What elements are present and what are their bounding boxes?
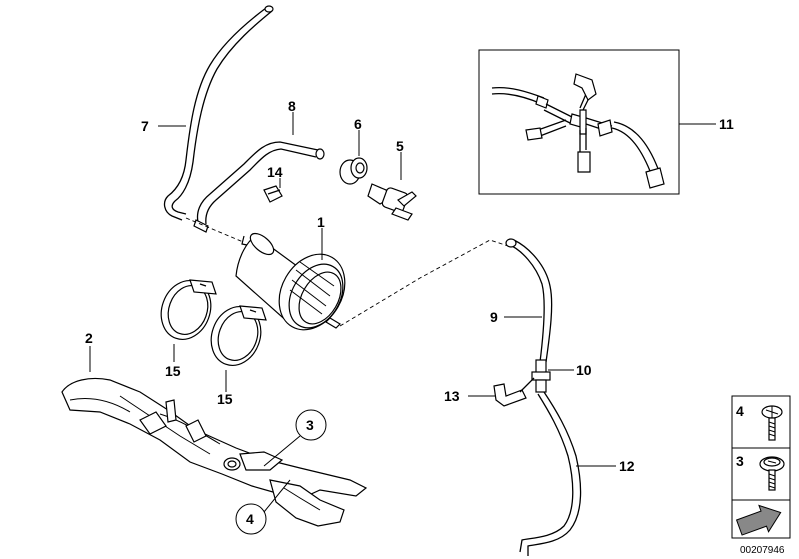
- t-connector-10[interactable]: [531, 359, 551, 393]
- callout-15-lower[interactable]: 15: [217, 391, 233, 407]
- callout-11[interactable]: 11: [719, 116, 734, 132]
- callout-8[interactable]: 8: [288, 98, 296, 114]
- callout-14[interactable]: 14: [267, 164, 283, 180]
- callout-12[interactable]: 12: [619, 458, 635, 474]
- hose-12[interactable]: [519, 391, 582, 556]
- leader-lines: [89, 112, 716, 513]
- valve-5[interactable]: [367, 183, 417, 221]
- callout-4[interactable]: 4: [246, 511, 254, 527]
- callout-7[interactable]: 7: [141, 118, 149, 134]
- legend-label-4: 4: [736, 403, 744, 419]
- legend-box-screw-3[interactable]: 3: [731, 447, 791, 501]
- clamp-15-upper[interactable]: [153, 274, 219, 347]
- callout-5[interactable]: 5: [396, 138, 404, 154]
- hose-8[interactable]: [193, 141, 325, 233]
- legend-label-3: 3: [736, 453, 744, 469]
- legend-box-arrow[interactable]: [731, 499, 791, 540]
- clamp-15-lower[interactable]: [203, 300, 269, 373]
- connection-dashed-lines: [185, 217, 509, 327]
- arrow-icon: [735, 504, 782, 536]
- callout-circle-4: [235, 503, 267, 535]
- hose-9[interactable]: [505, 238, 553, 363]
- canister-1[interactable]: [235, 230, 358, 342]
- callout-6[interactable]: 6: [354, 116, 362, 132]
- callout-1[interactable]: 1: [317, 214, 325, 230]
- callout-13[interactable]: 13: [444, 388, 460, 404]
- bracket-2[interactable]: [61, 377, 368, 527]
- callout-15-upper[interactable]: 15: [165, 363, 181, 379]
- hose-assembly-box-11[interactable]: [478, 49, 680, 195]
- callout-9[interactable]: 9: [490, 309, 498, 325]
- callout-circle-3: [295, 409, 327, 441]
- grommet-6[interactable]: [339, 157, 368, 185]
- elbow-13[interactable]: [493, 377, 535, 407]
- callout-10[interactable]: 10: [576, 362, 592, 378]
- callout-3[interactable]: 3: [306, 417, 314, 433]
- hose-7[interactable]: [163, 5, 274, 221]
- callout-2[interactable]: 2: [85, 330, 93, 346]
- legend-box-screw-4[interactable]: 4: [731, 395, 791, 449]
- diagram-id: 00207946: [740, 545, 785, 556]
- clip-14[interactable]: [263, 185, 283, 203]
